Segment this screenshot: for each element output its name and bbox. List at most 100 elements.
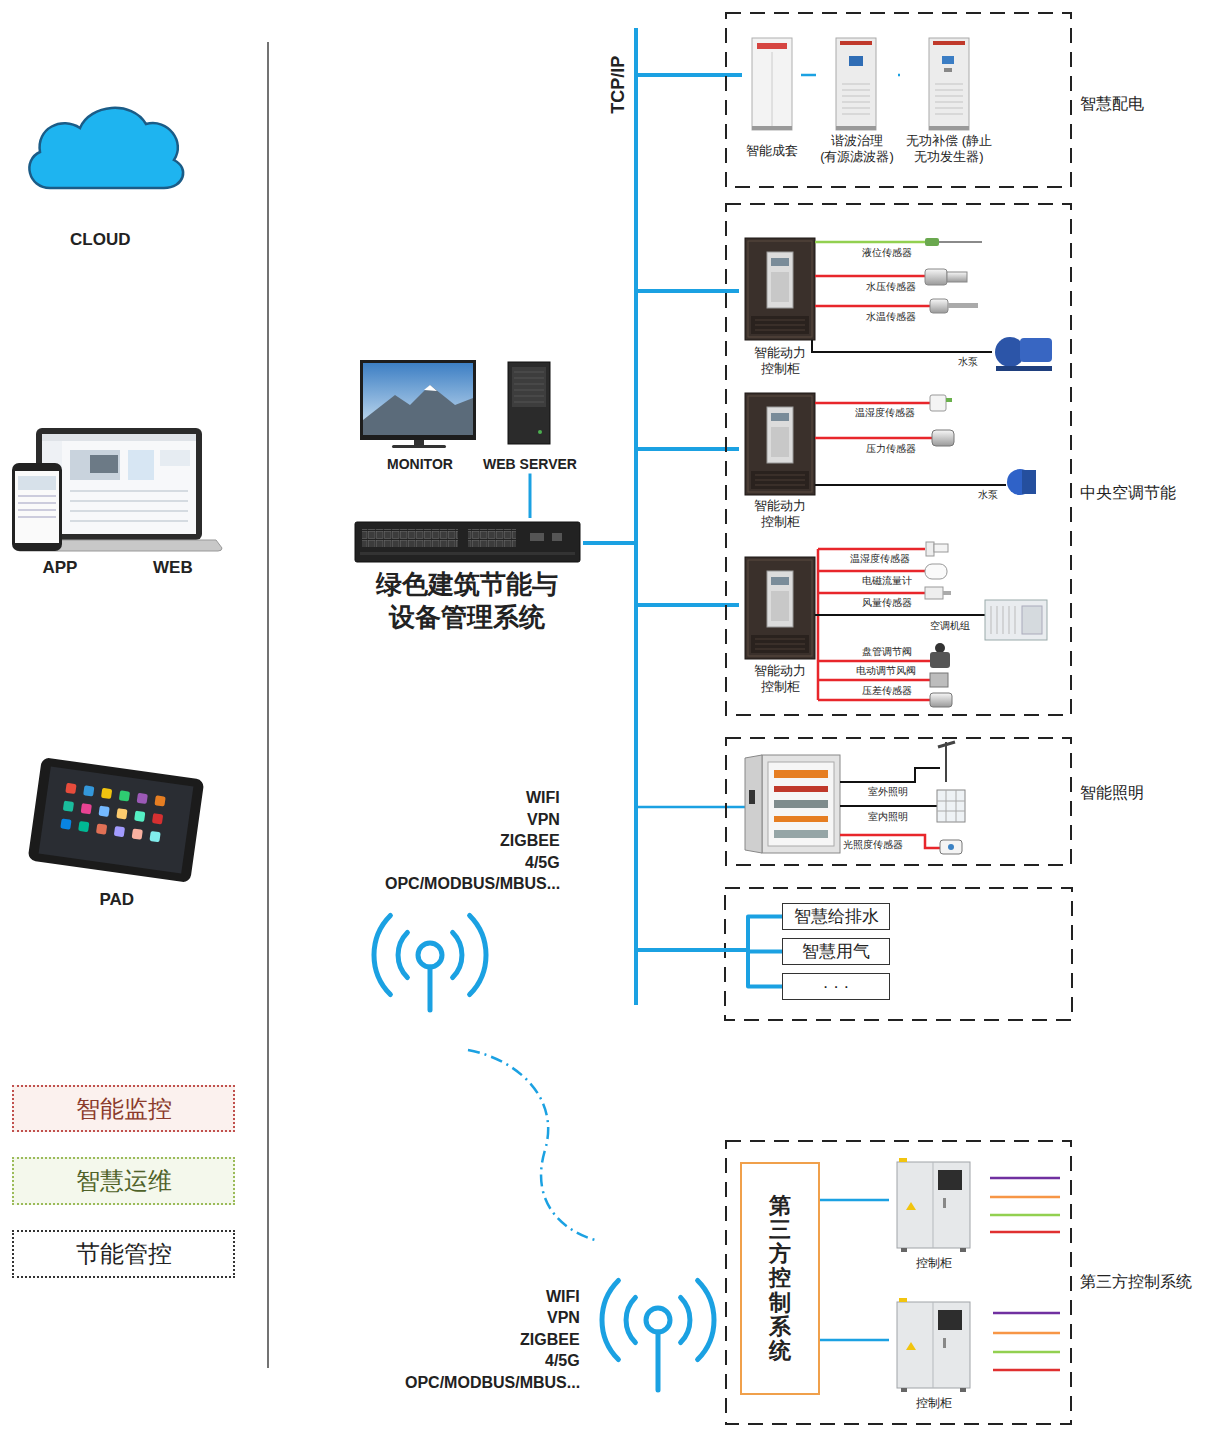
laptop-icon <box>70 450 120 480</box>
sensor-icons <box>932 430 954 446</box>
power-cabinets <box>944 68 952 72</box>
server-icon <box>514 372 544 402</box>
connector <box>801 74 816 77</box>
connector <box>820 1199 889 1202</box>
signal-lines <box>990 1214 1060 1217</box>
control-cabinet: 控制柜 <box>889 1300 978 1411</box>
tablet-icon <box>28 757 205 883</box>
power-control-cabinet <box>745 238 815 340</box>
device-caption: 智能动力 控制柜 <box>739 345 821 378</box>
phone-icon <box>18 495 56 497</box>
subsystem-box: 智慧用气 <box>782 938 890 965</box>
wireless-icon <box>374 915 390 994</box>
function-box: 节能管控 <box>12 1230 235 1278</box>
power-cabinet: 无功补偿 (静止 无功发生器) <box>900 35 998 166</box>
monitor-icon <box>424 385 437 391</box>
monitor-icon <box>360 360 476 440</box>
tablet-icon <box>60 818 71 829</box>
switch-icon <box>355 522 580 562</box>
control-cabinet <box>897 1158 970 1252</box>
signal-lines <box>990 1178 1060 1370</box>
protocol-name: ZIGBEE <box>520 1330 580 1349</box>
power-cabinets <box>757 43 787 49</box>
power-cabinets <box>935 84 963 114</box>
switch-icon <box>468 529 516 547</box>
power-control-cabinet <box>745 393 815 495</box>
sensor-icons <box>930 652 950 668</box>
group-heading: 中央空调节能 <box>1080 483 1176 502</box>
wireless-icon <box>656 1332 661 1390</box>
sensor-wiring <box>815 241 925 244</box>
web-server: WEB SERVER <box>479 360 581 474</box>
power-cabinets <box>752 126 792 130</box>
lighting-icons <box>948 844 954 850</box>
wireless-link <box>468 1050 595 1240</box>
monitor: MONITOR <box>364 360 476 474</box>
box-text: · · · <box>823 977 849 997</box>
tablet-icon <box>132 828 143 839</box>
phone-icon <box>18 502 56 504</box>
device-label: 空调机组 <box>930 620 970 632</box>
laptop-icon <box>42 434 196 441</box>
sensor-wiring <box>815 403 932 438</box>
sensor-wiring <box>815 614 985 616</box>
wireless-icon <box>398 932 407 977</box>
device-caption: MONITOR <box>364 456 476 474</box>
device-label: 水泵 <box>978 489 998 501</box>
power-control-cabinet <box>745 557 815 659</box>
laptop-icon <box>90 455 118 473</box>
wireless-icon <box>374 915 714 1390</box>
connector <box>529 474 532 519</box>
lighting-cabinet <box>745 755 840 853</box>
sensor-icons <box>925 238 1052 707</box>
third-party-box: 第三方控制系统 <box>740 1162 820 1395</box>
power-cabinets <box>842 84 870 114</box>
switch-icon <box>362 529 458 547</box>
sensor-icons <box>935 643 945 653</box>
sensor-icons <box>948 303 978 308</box>
switch-icon <box>355 522 580 562</box>
monitor-icon <box>392 445 446 448</box>
device-caption: WEB SERVER <box>479 456 581 474</box>
sensor-icons <box>930 299 948 313</box>
sensor-label: 压力传感器 <box>866 443 916 455</box>
sensor-wiring <box>812 340 992 352</box>
dashed-group <box>725 888 1072 1020</box>
protocol-name: ZIGBEE <box>500 831 560 850</box>
lighting-icons <box>937 742 965 854</box>
power-cabinets <box>772 52 773 126</box>
subsystem-group: 第三方控制系统第三方控制系统控制柜控制柜 <box>725 1140 1072 1425</box>
lighting-cabinet <box>749 790 755 804</box>
power-cabinets <box>933 41 965 45</box>
divider-line <box>267 42 269 1368</box>
server-icon <box>512 367 546 407</box>
tablet-icon <box>83 785 94 796</box>
signal-lines <box>993 1369 1060 1372</box>
protocol-name: WIFI <box>526 788 560 807</box>
bus-label: TCP/IP <box>608 56 630 114</box>
lighting-wiring <box>840 768 940 806</box>
sensor-icons <box>930 395 946 411</box>
switch-icon <box>530 533 544 541</box>
sensor-wiring <box>818 549 930 700</box>
lighting-cabinet <box>774 816 828 822</box>
tablet-icon <box>154 795 165 806</box>
group-heading: 智能照明 <box>1080 783 1144 802</box>
sensor-icons <box>925 587 943 599</box>
lighting-cabinet <box>774 786 828 792</box>
tablet-icon <box>65 783 76 794</box>
connector <box>583 449 739 543</box>
box-text: 智慧给排水 <box>794 905 879 928</box>
subsystem-group: 中央空调节能智能动力 控制柜智能动力 控制柜智能动力 控制柜 <box>725 203 1072 716</box>
dashed-border <box>726 738 1071 865</box>
control-cabinet <box>897 1158 970 1392</box>
group-heading: 智慧配电 <box>1080 94 1144 113</box>
tablet-icon <box>63 801 74 812</box>
wireless-icon <box>698 1280 714 1359</box>
device-caption: 控制柜 <box>889 1396 978 1411</box>
monitor-icon <box>360 360 476 448</box>
switch-icon <box>360 552 575 555</box>
tablet-icon <box>149 831 160 842</box>
protocol-name: OPC/MODBUS/MBUS... <box>385 874 560 893</box>
tablet-icon <box>98 806 109 817</box>
